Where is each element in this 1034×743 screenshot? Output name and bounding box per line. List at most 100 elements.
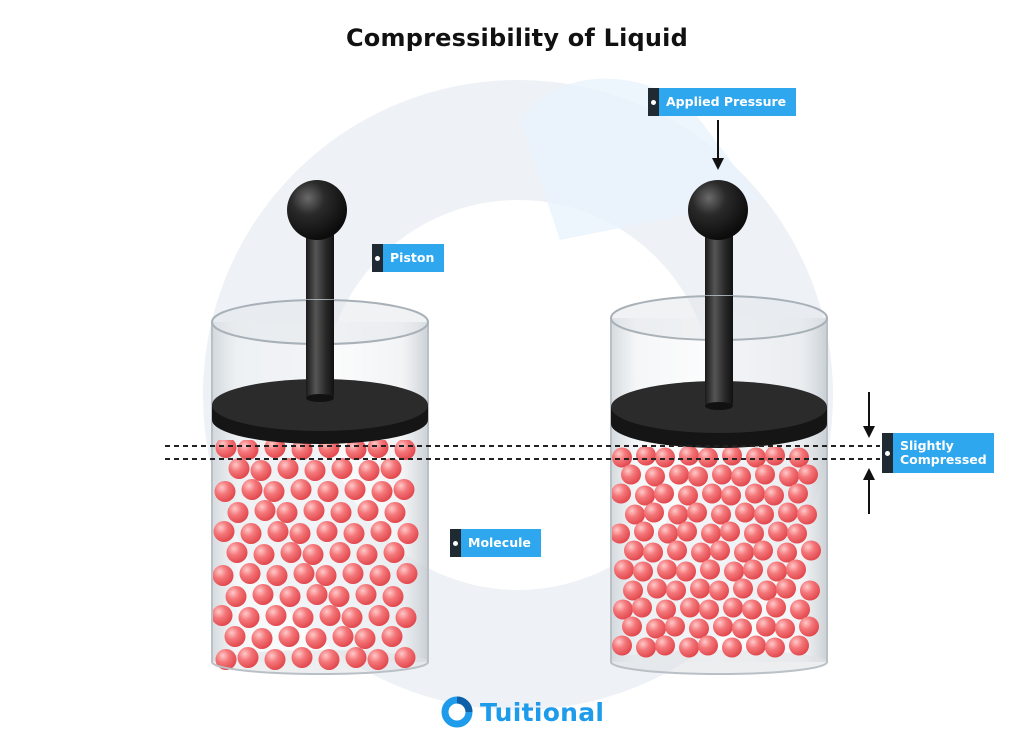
molecule <box>212 605 233 626</box>
molecule <box>368 605 390 626</box>
molecule <box>646 618 666 639</box>
molecule <box>226 542 248 563</box>
molecule <box>644 502 664 523</box>
molecule <box>280 542 302 563</box>
molecule <box>250 460 272 481</box>
molecule <box>731 466 751 487</box>
left-piston-knob <box>287 180 347 240</box>
molecule <box>612 635 632 656</box>
molecule <box>367 440 389 458</box>
left-molecules <box>212 440 419 670</box>
applied-pressure-label: Applied Pressure <box>648 88 797 116</box>
molecule <box>724 561 744 582</box>
molecule <box>667 540 687 561</box>
molecule <box>709 580 729 601</box>
molecule <box>699 599 719 620</box>
molecule <box>666 580 686 601</box>
molecule <box>665 616 685 637</box>
molecule <box>622 616 642 637</box>
molecule <box>212 565 234 586</box>
molecule <box>265 605 287 626</box>
molecule <box>723 597 743 618</box>
molecule <box>302 544 324 565</box>
molecule <box>332 626 354 647</box>
molecule <box>621 464 641 485</box>
right-cylinder <box>610 180 828 675</box>
molecule <box>319 605 341 626</box>
molecule <box>624 540 644 561</box>
molecule <box>632 597 652 618</box>
molecule <box>656 599 676 620</box>
molecule <box>634 521 654 542</box>
molecule <box>382 586 404 607</box>
molecule <box>264 649 286 670</box>
molecule <box>779 466 799 487</box>
right-piston-knob <box>688 180 748 240</box>
molecule <box>710 540 730 561</box>
molecule <box>766 597 786 618</box>
molecule <box>669 464 689 485</box>
molecule <box>241 479 263 500</box>
molecule <box>688 466 708 487</box>
molecule <box>315 565 337 586</box>
molecule <box>330 502 352 523</box>
molecule <box>318 440 340 458</box>
molecule <box>658 523 678 544</box>
brand-name: Tuitional <box>480 697 605 727</box>
molecule <box>679 637 699 658</box>
molecule <box>789 635 809 656</box>
molecule <box>317 481 339 502</box>
molecule <box>775 618 795 639</box>
molecule <box>358 460 380 481</box>
molecule <box>393 479 415 500</box>
molecule <box>291 647 313 668</box>
molecule <box>251 628 273 649</box>
molecule <box>711 504 731 525</box>
molecule <box>331 458 353 479</box>
molecule <box>397 523 419 544</box>
molecule <box>237 440 259 460</box>
molecule <box>680 597 700 618</box>
molecule <box>611 523 630 544</box>
molecule <box>643 542 663 563</box>
left-piston-disk <box>212 379 428 431</box>
molecule <box>753 540 773 561</box>
molecule <box>227 502 249 523</box>
molecule <box>613 599 633 620</box>
molecule <box>790 599 810 620</box>
molecule <box>798 464 818 485</box>
molecule-label: Molecule <box>450 529 541 557</box>
molecule <box>713 616 733 637</box>
molecule <box>679 447 699 466</box>
molecule <box>254 500 276 521</box>
molecule <box>678 485 698 506</box>
molecule <box>329 542 351 563</box>
molecule <box>318 649 340 670</box>
molecule <box>756 616 776 637</box>
molecule <box>765 637 785 658</box>
molecule <box>611 483 631 504</box>
molecule <box>354 628 376 649</box>
molecule <box>764 485 784 506</box>
molecule <box>355 584 377 605</box>
molecule <box>384 502 406 523</box>
molecule <box>691 542 711 563</box>
molecule <box>745 483 765 504</box>
molecule <box>654 483 674 504</box>
molecule <box>328 586 350 607</box>
molecule <box>344 479 366 500</box>
molecule <box>799 616 819 637</box>
molecule <box>788 483 808 504</box>
molecule <box>396 563 418 584</box>
label-marker <box>450 529 461 557</box>
molecule <box>733 578 753 599</box>
label-marker <box>372 244 383 272</box>
molecule <box>743 559 763 580</box>
molecule <box>757 580 777 601</box>
molecule <box>292 607 314 628</box>
molecule <box>655 635 675 656</box>
molecule <box>289 523 311 544</box>
molecule <box>215 440 237 458</box>
piston-label: Piston <box>372 244 445 272</box>
